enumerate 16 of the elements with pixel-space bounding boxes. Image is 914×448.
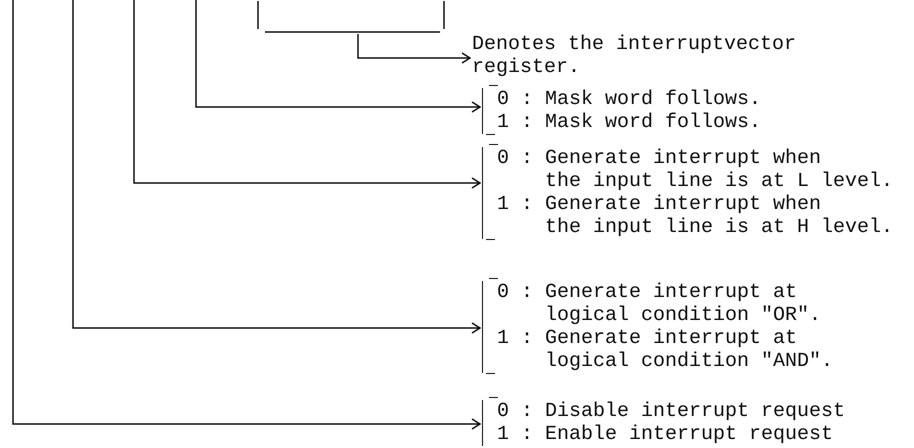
- description-text: 1 : Mask word follows.: [497, 111, 762, 134]
- bracket: [257, 1, 445, 34]
- description-text: 1 : Generate interrupt when the input line is at H level.: [497, 193, 894, 239]
- description-text: 0 : Mask word follows.: [497, 88, 762, 111]
- description-text: 0 : Disable interrupt request: [497, 400, 846, 423]
- arrow: [133, 0, 481, 189]
- description-text: 1 : Enable interrupt request: [497, 423, 834, 446]
- arrow: [357, 34, 471, 64]
- bracketed-description: [482, 400, 846, 446]
- arrow: [72, 0, 481, 334]
- description-text: 0 : Generate interrupt when the input line is at L level.: [497, 147, 894, 193]
- arrow: [12, 0, 481, 430]
- description-text: Denotes the interruptvector register.: [472, 33, 796, 79]
- description-text: 1 : Generate interrupt at logical condition "AND".: [497, 327, 834, 373]
- description-text: 0 : Generate interrupt at logical condition "OR".: [497, 281, 822, 327]
- arrow: [195, 0, 481, 113]
